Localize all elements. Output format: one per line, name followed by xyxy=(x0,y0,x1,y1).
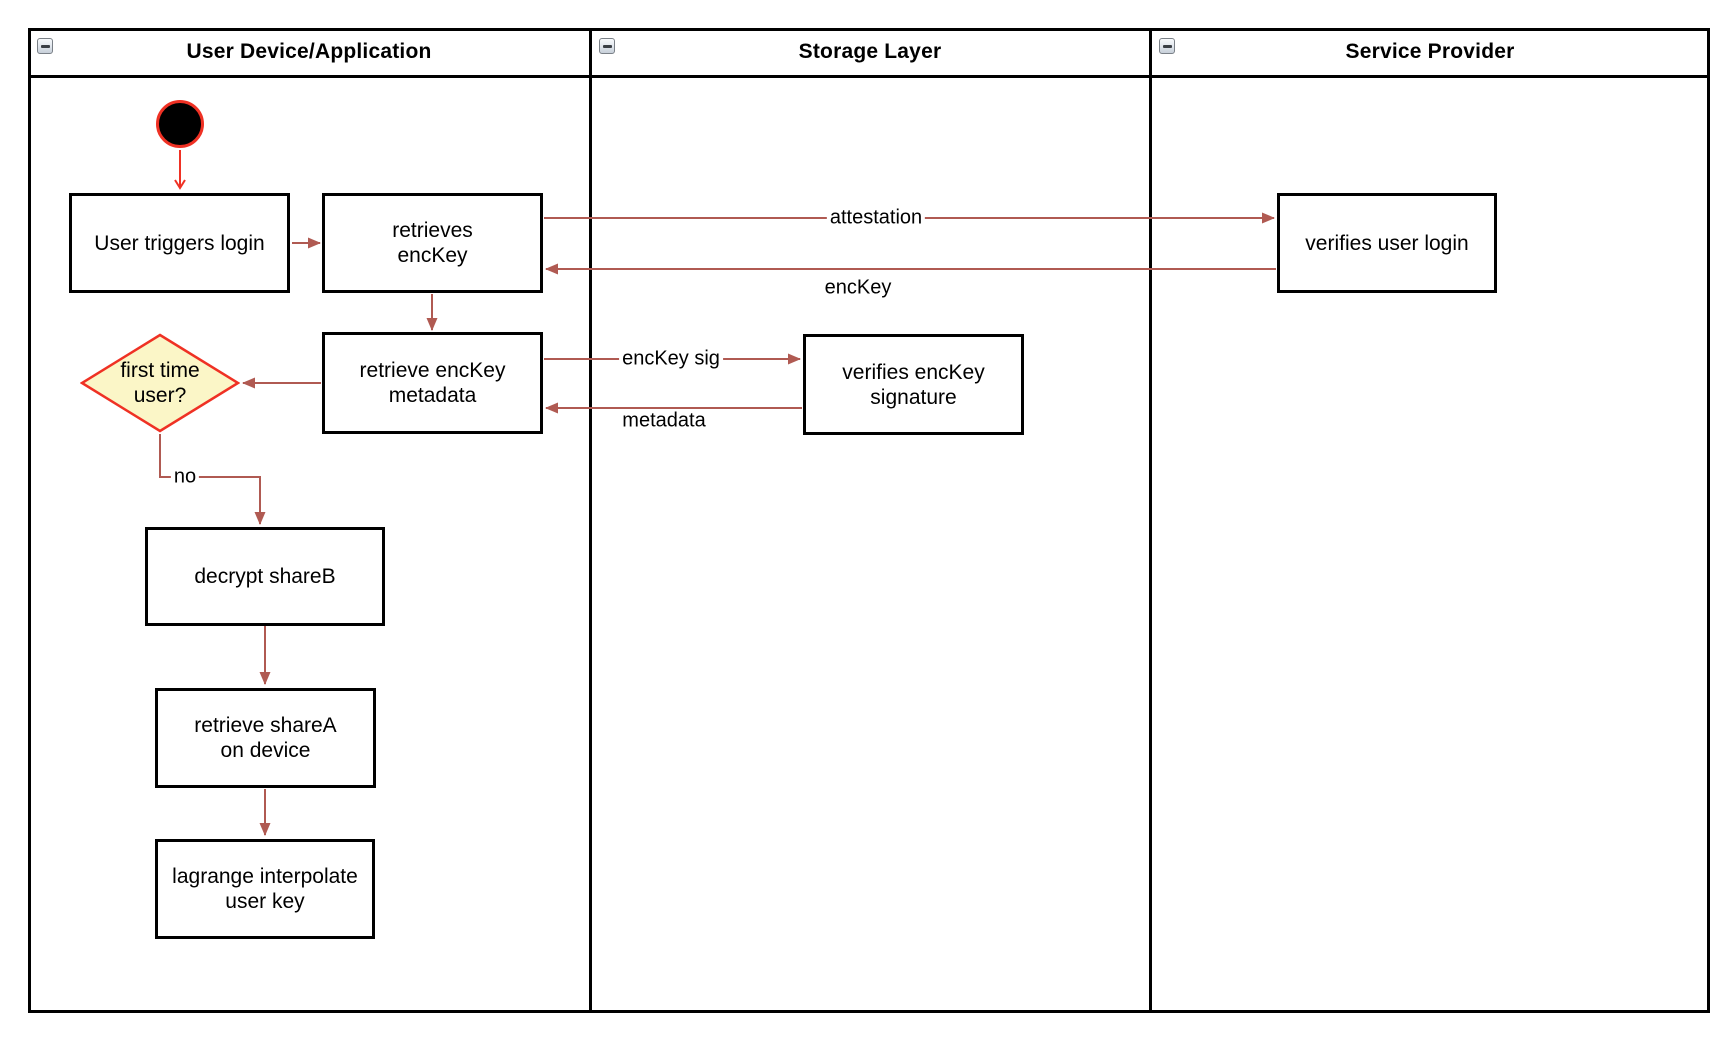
lane-title: Service Provider xyxy=(1345,39,1515,63)
edge-label-metadata[interactable]: metadata xyxy=(619,409,709,433)
node-label: retrieve shareA on device xyxy=(194,714,337,762)
lane-title: Storage Layer xyxy=(798,39,942,63)
lane-header-storage-layer[interactable]: Storage Layer xyxy=(590,28,1150,75)
node-lagrange-interpolate[interactable]: lagrange interpolate user key xyxy=(155,839,375,939)
edge-label-no[interactable]: no xyxy=(170,465,200,489)
node-label: decrypt shareB xyxy=(194,565,336,588)
node-label: verifies encKey signature xyxy=(842,360,985,409)
node-label: User triggers login xyxy=(94,231,265,255)
collapse-minus-icon[interactable] xyxy=(1159,38,1175,54)
node-retrieves-enckey[interactable]: retrieves encKey xyxy=(322,193,543,293)
node-retrieve-sharea[interactable]: retrieve shareA on device xyxy=(155,688,376,788)
minus-glyph xyxy=(40,44,50,48)
node-retrieve-enckey-metadata[interactable]: retrieve encKey metadata xyxy=(322,332,543,434)
decision-label: first time user? xyxy=(120,359,200,407)
node-user-triggers-login[interactable]: User triggers login xyxy=(69,193,290,293)
node-verifies-enckey-signature[interactable]: verifies encKey signature xyxy=(803,334,1024,435)
lane-header-service-provider[interactable]: Service Provider xyxy=(1150,28,1710,75)
node-label: verifies user login xyxy=(1305,231,1469,255)
lane-title: User Device/Application xyxy=(186,39,432,63)
minus-glyph xyxy=(602,44,612,48)
diamond-shape xyxy=(79,333,241,433)
node-label: retrieves encKey xyxy=(392,219,473,267)
node-verifies-user-login[interactable]: verifies user login xyxy=(1277,193,1497,293)
node-decrypt-shareb[interactable]: decrypt shareB xyxy=(145,527,385,626)
edge-label-enckey[interactable]: encKey xyxy=(821,276,895,300)
collapse-minus-icon[interactable] xyxy=(37,38,53,54)
edge-label-attestation[interactable]: attestation xyxy=(826,206,926,230)
initial-node[interactable] xyxy=(156,100,204,148)
node-label: lagrange interpolate user key xyxy=(172,865,358,913)
edge-label-enckey-sig[interactable]: encKey sig xyxy=(619,347,723,371)
lane-header-user-device[interactable]: User Device/Application xyxy=(28,28,590,75)
collapse-minus-icon[interactable] xyxy=(599,38,615,54)
node-label: retrieve encKey metadata xyxy=(359,359,506,407)
minus-glyph xyxy=(1162,44,1172,48)
decision-first-time-user[interactable]: first time user? xyxy=(79,333,241,433)
